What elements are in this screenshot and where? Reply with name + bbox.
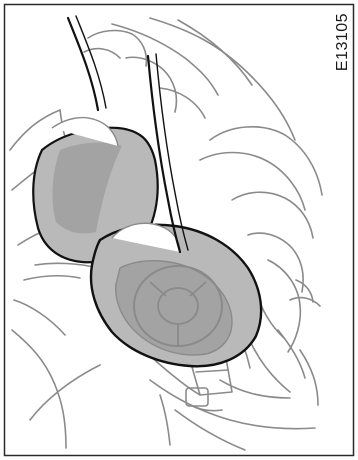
figure-code-label: E13105: [334, 13, 352, 71]
